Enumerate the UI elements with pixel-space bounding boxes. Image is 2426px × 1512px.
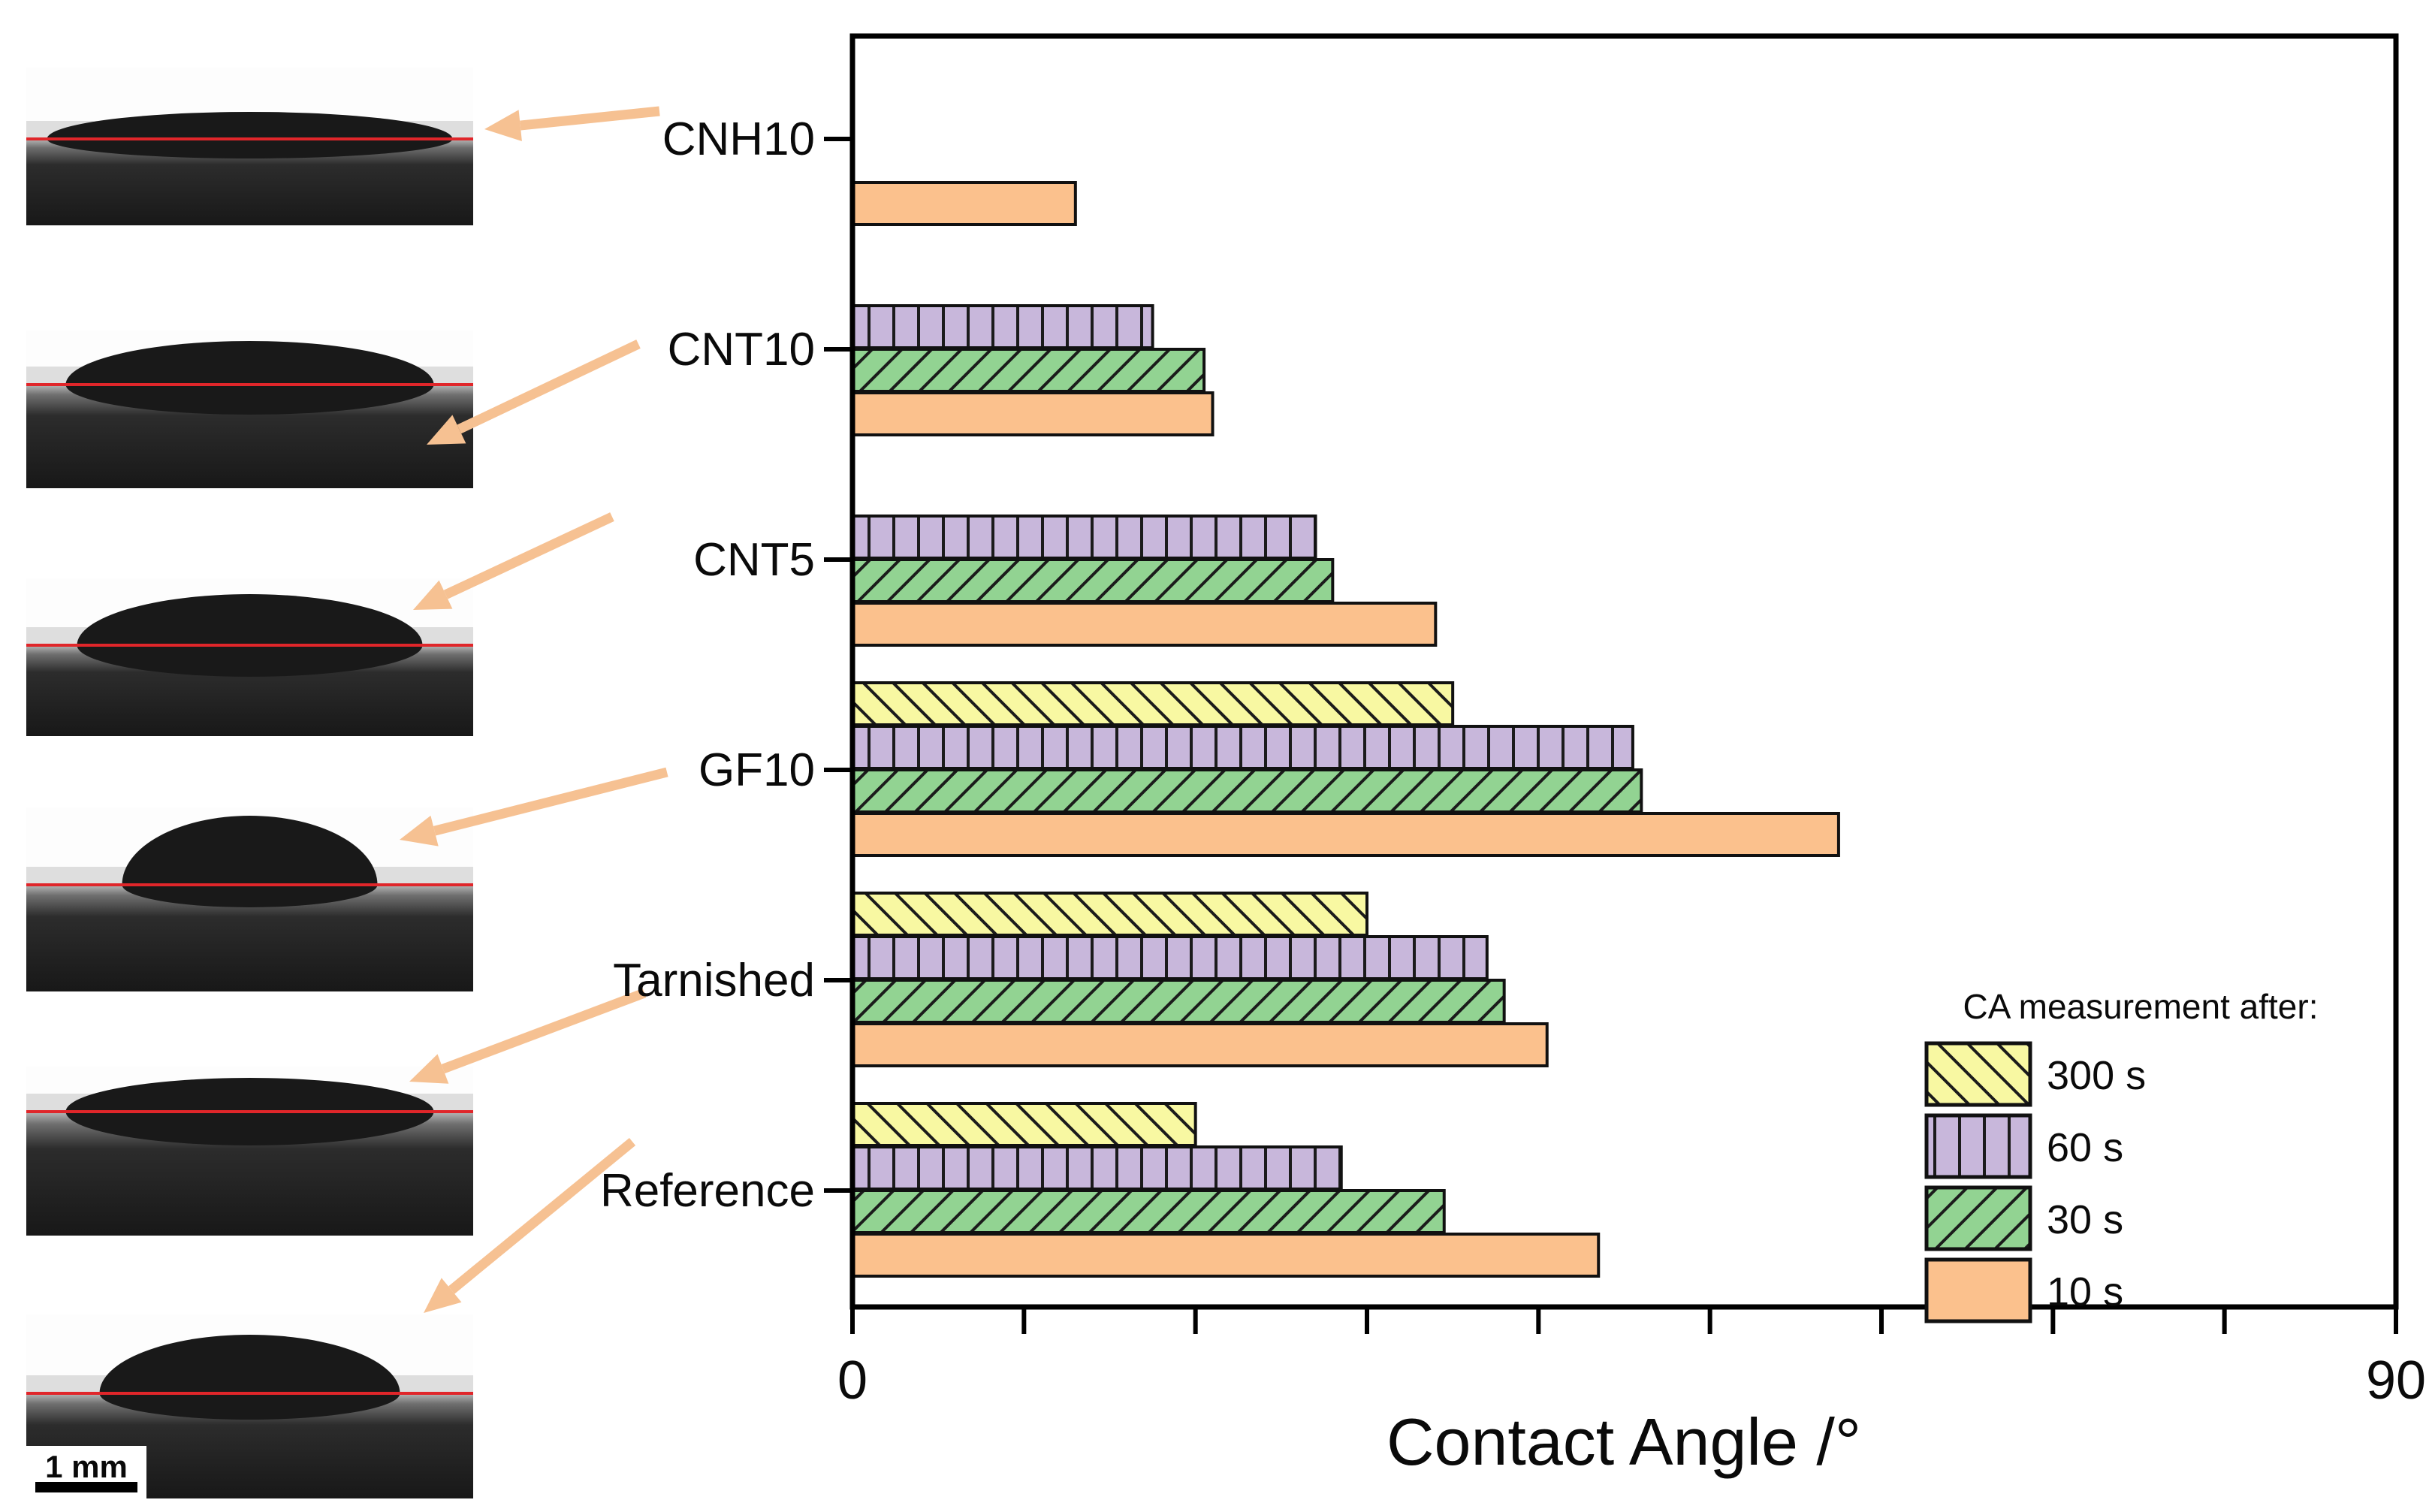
arrow-to-cnt5-photo-icon — [413, 512, 614, 610]
x-axis-title: Contact Angle /° — [1387, 1405, 1861, 1479]
droplet-silhouette — [99, 1335, 400, 1420]
droplet-photo-gf10 — [26, 807, 473, 991]
bar-gf10-30s — [851, 768, 1643, 813]
bar-tarnished-60s — [851, 935, 1489, 980]
bar-group-cnt5 — [851, 515, 1438, 647]
scale-bar-rule — [35, 1482, 137, 1492]
bar-reference-60s — [851, 1145, 1343, 1191]
bar-reference-300s — [851, 1102, 1197, 1147]
category-label-cnh10: CNH10 — [662, 113, 815, 165]
bar-group-reference — [851, 1102, 1601, 1278]
category-label-cnt5: CNT5 — [693, 534, 815, 586]
plot-border — [849, 33, 2399, 1310]
scale-bar: 1 mm — [26, 1446, 146, 1498]
arrow-to-gf10-photo-icon — [400, 767, 668, 847]
droplet-photo-cnt5 — [26, 578, 473, 736]
bar-cnt10-10s — [851, 391, 1215, 436]
label-arrows — [400, 106, 668, 1313]
droplet-photo-column: 1 mm — [26, 68, 473, 1498]
category-label-tarnished: Tarnished — [613, 955, 815, 1006]
bar-tarnished-10s — [851, 1022, 1549, 1067]
droplet-photo-reference: 1 mm — [26, 1314, 473, 1498]
baseline-red-line — [26, 383, 473, 386]
bar-cnt5-10s — [851, 602, 1438, 647]
legend-label-300s: 300 s — [2047, 1053, 2146, 1098]
bar-group-gf10 — [851, 681, 1840, 857]
legend-label-30s: 30 s — [2047, 1197, 2123, 1242]
bar-group-tarnished — [851, 892, 1549, 1067]
legend-swatch-60s-icon — [1924, 1113, 2032, 1179]
legend-entry-60s: 60 s — [1924, 1113, 2123, 1179]
category-label-cnt10: CNT10 — [668, 324, 815, 376]
x-axis-ticks — [850, 1307, 2398, 1334]
bar-group-cnt10 — [851, 304, 1215, 436]
legend-swatch-30s-icon — [1924, 1185, 2032, 1251]
legend-entry-300s: 300 s — [1924, 1041, 2146, 1107]
bar-gf10-10s — [851, 812, 1840, 857]
scale-bar-label: 1 mm — [45, 1449, 128, 1484]
baseline-red-line — [26, 883, 473, 886]
droplet-silhouette — [77, 594, 423, 677]
droplet-photo-cnt10 — [26, 330, 473, 488]
droplet-silhouette — [65, 341, 434, 415]
arrow-to-tarnished-photo-icon — [409, 988, 647, 1084]
bar-chart: 0 90 Contact Angle /° CNH10 CNT10 CNT5 G… — [600, 33, 2426, 1479]
bar-tarnished-30s — [851, 979, 1506, 1024]
arrow-to-cnt10-photo-icon — [427, 340, 641, 445]
baseline-red-line — [26, 137, 473, 140]
droplet-photo-cnh10 — [26, 68, 473, 225]
baseline-red-line — [26, 1110, 473, 1113]
legend-entry-10s: 10 s — [1924, 1257, 2123, 1323]
bar-reference-10s — [851, 1233, 1601, 1278]
bar-gf10-60s — [851, 725, 1634, 770]
bar-groups — [851, 181, 1840, 1278]
bar-cnt10-60s — [851, 304, 1154, 349]
legend-swatch-10s-icon — [1924, 1257, 2032, 1323]
droplet-photo-tarnished — [26, 1067, 473, 1236]
baseline-red-line — [26, 644, 473, 647]
droplet-silhouette — [47, 112, 453, 159]
legend-label-60s: 60 s — [2047, 1125, 2123, 1170]
bar-reference-30s — [851, 1189, 1446, 1234]
x-tick-label-0: 0 — [837, 1351, 868, 1411]
bar-cnt10-30s — [851, 348, 1206, 393]
category-label-reference: Reference — [600, 1165, 815, 1217]
arrow-to-cnh10-photo-icon — [484, 106, 660, 141]
bar-gf10-300s — [851, 681, 1455, 726]
legend-label-10s: 10 s — [2047, 1269, 2123, 1314]
bar-tarnished-300s — [851, 892, 1368, 937]
arrow-to-reference-photo-icon — [424, 1137, 636, 1313]
bar-cnh10-10s — [851, 181, 1077, 226]
bar-cnt5-30s — [851, 558, 1335, 603]
baseline-red-line — [26, 1392, 473, 1395]
y-axis-ticks — [824, 137, 852, 1193]
bar-group-cnh10 — [851, 181, 1077, 226]
x-tick-label-90: 90 — [2366, 1351, 2426, 1411]
legend: CA measurement after: 300 s 60 s 30 s 10… — [1924, 987, 2319, 1323]
legend-swatch-300s-icon — [1924, 1041, 2032, 1107]
bar-cnt5-60s — [851, 515, 1317, 560]
category-label-gf10: GF10 — [699, 744, 815, 796]
legend-entry-30s: 30 s — [1924, 1185, 2123, 1251]
legend-title: CA measurement after: — [1963, 987, 2319, 1026]
